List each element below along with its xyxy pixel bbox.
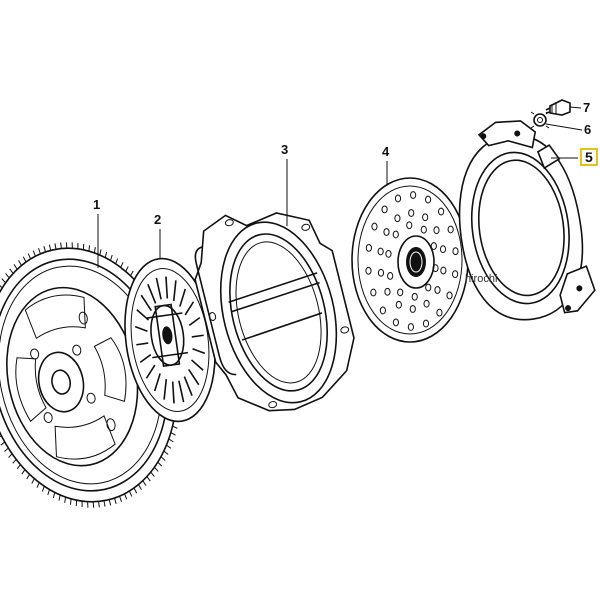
bolt-icon bbox=[545, 99, 571, 116]
part-label-7: 7 bbox=[583, 100, 591, 115]
washer-icon bbox=[530, 111, 550, 129]
clutch-disc-rivets bbox=[365, 191, 459, 331]
watermark-text: hirochi bbox=[465, 273, 498, 285]
part-label-6: 6 bbox=[584, 122, 592, 137]
part-label-4: 4 bbox=[382, 144, 390, 159]
part-label-1: 1 bbox=[93, 197, 101, 212]
part-label-3: 3 bbox=[281, 142, 289, 157]
damper-disc-icon bbox=[124, 257, 216, 423]
clutch-disc-icon bbox=[351, 177, 469, 343]
leader-lines bbox=[97, 106, 583, 268]
part-label-2: 2 bbox=[154, 212, 162, 227]
damper-radial-slots bbox=[134, 276, 206, 404]
ring-plate-icon bbox=[458, 120, 596, 321]
part-label-5-highlighted: 5 bbox=[580, 148, 598, 166]
pressure-plate-icon bbox=[194, 212, 355, 412]
